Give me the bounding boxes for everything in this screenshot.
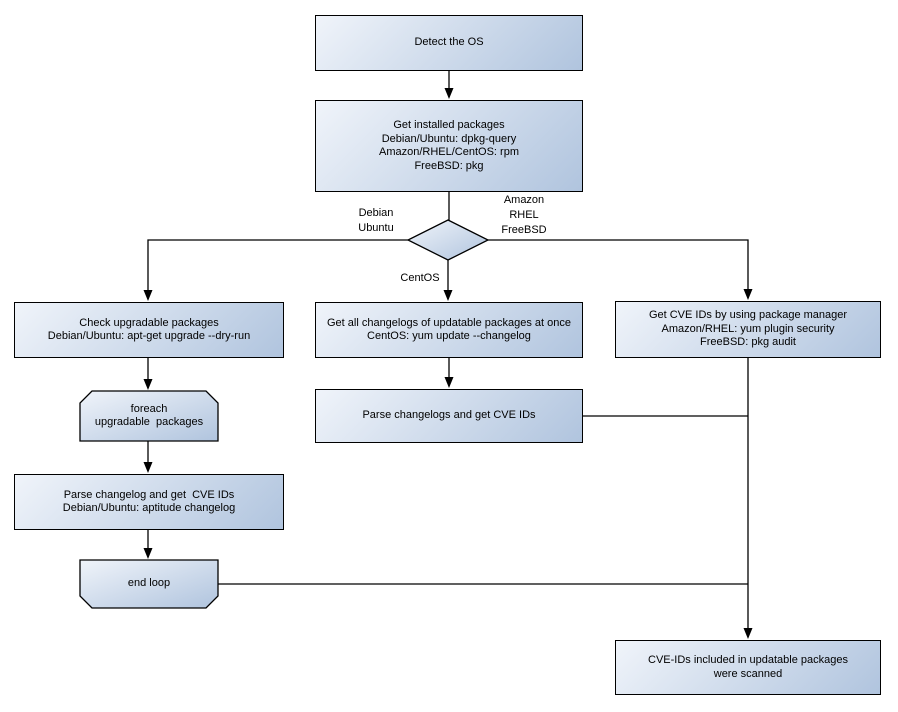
node-parse-changelog-label: Parse changelog and get CVE IDs Debian/U… xyxy=(62,488,236,515)
arrow-into-parsecve xyxy=(444,377,454,388)
node-parse-changelogs: Parse changelogs and get CVE IDs xyxy=(315,389,583,443)
node-check-upgradable-label: Check upgradable packages Debian/Ubuntu:… xyxy=(47,316,251,343)
arrow-into-result xyxy=(743,628,753,639)
node-check-upgradable: Check upgradable packages Debian/Ubuntu:… xyxy=(14,302,284,358)
edge-label-centos: CentOS xyxy=(400,272,440,284)
node-get-all-changelogs: Get all changelogs of updatable packages… xyxy=(315,302,583,358)
arrow-into-parse xyxy=(143,462,153,473)
decision-diamond-os xyxy=(406,219,490,261)
node-get-installed-packages: Get installed packages Debian/Ubuntu: dp… xyxy=(315,100,583,192)
node-get-cve-ids-pkg-manager: Get CVE IDs by using package manager Ama… xyxy=(615,301,881,358)
node-get-all-changelogs-label: Get all changelogs of updatable packages… xyxy=(326,316,571,343)
node-end-loop-shape xyxy=(79,559,219,609)
node-foreach-shape xyxy=(79,390,219,442)
edge-label-debian-ubuntu: Debian Ubuntu xyxy=(358,207,394,234)
node-get-installed-packages-label: Get installed packages Debian/Ubuntu: dp… xyxy=(379,119,519,172)
node-parse-changelogs-label: Parse changelogs and get CVE IDs xyxy=(362,409,536,422)
edge-decision-to-left xyxy=(147,239,408,299)
arrowheads xyxy=(143,88,753,639)
arrow-into-getcve xyxy=(743,289,753,300)
node-parse-changelog: Parse changelog and get CVE IDs Debian/U… xyxy=(14,474,284,530)
node-scan-result-label: CVE-IDs included in updatable packages w… xyxy=(648,654,848,680)
arrow-into-check xyxy=(143,290,153,301)
arrow-into-endloop xyxy=(143,548,153,559)
node-scan-result: CVE-IDs included in updatable packages w… xyxy=(615,640,881,695)
node-detect-os-label: Detect the OS xyxy=(414,36,484,49)
arrow-into-installed xyxy=(444,88,454,99)
node-get-cve-ids-pkg-manager-label: Get CVE IDs by using package manager Ama… xyxy=(648,309,848,349)
arrow-into-changelogs xyxy=(443,290,453,301)
edge-decision-to-right xyxy=(488,239,749,298)
node-detect-os: Detect the OS xyxy=(315,15,583,71)
connector-lines xyxy=(147,71,749,637)
edge-label-amazon-rhel-freebsd: Amazon RHEL FreeBSD xyxy=(501,194,547,236)
arrow-into-foreach xyxy=(143,379,153,390)
